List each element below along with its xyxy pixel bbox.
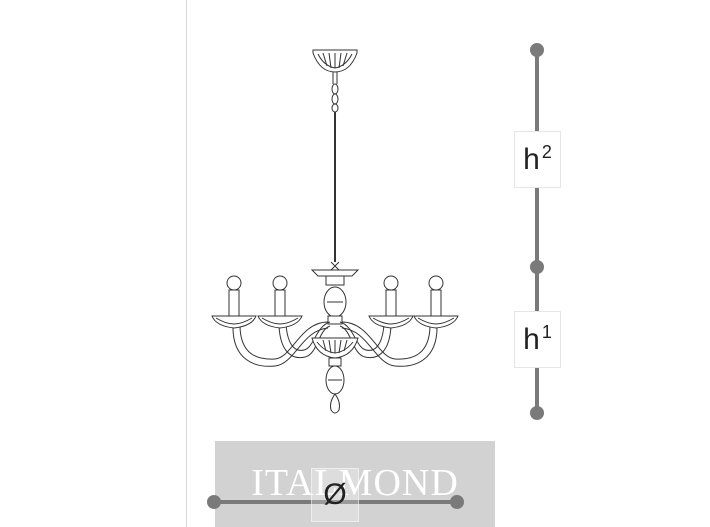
diameter-label: Ø xyxy=(311,468,359,522)
candle-1 xyxy=(211,275,257,329)
chandelier-drawing xyxy=(211,49,459,414)
candle-3 xyxy=(368,275,414,329)
left-border xyxy=(186,0,187,527)
watermark-logo: ITALMOND xyxy=(251,462,459,504)
height-top-index: 2 xyxy=(541,142,552,162)
watermark-box xyxy=(215,441,495,527)
candle-4 xyxy=(413,275,459,329)
diameter-dimension-line xyxy=(207,495,464,509)
height-top-letter: h xyxy=(523,143,540,176)
candle-2 xyxy=(257,275,303,329)
height-bottom-letter: h xyxy=(523,323,540,356)
height-bottom-index: 1 xyxy=(541,322,552,342)
